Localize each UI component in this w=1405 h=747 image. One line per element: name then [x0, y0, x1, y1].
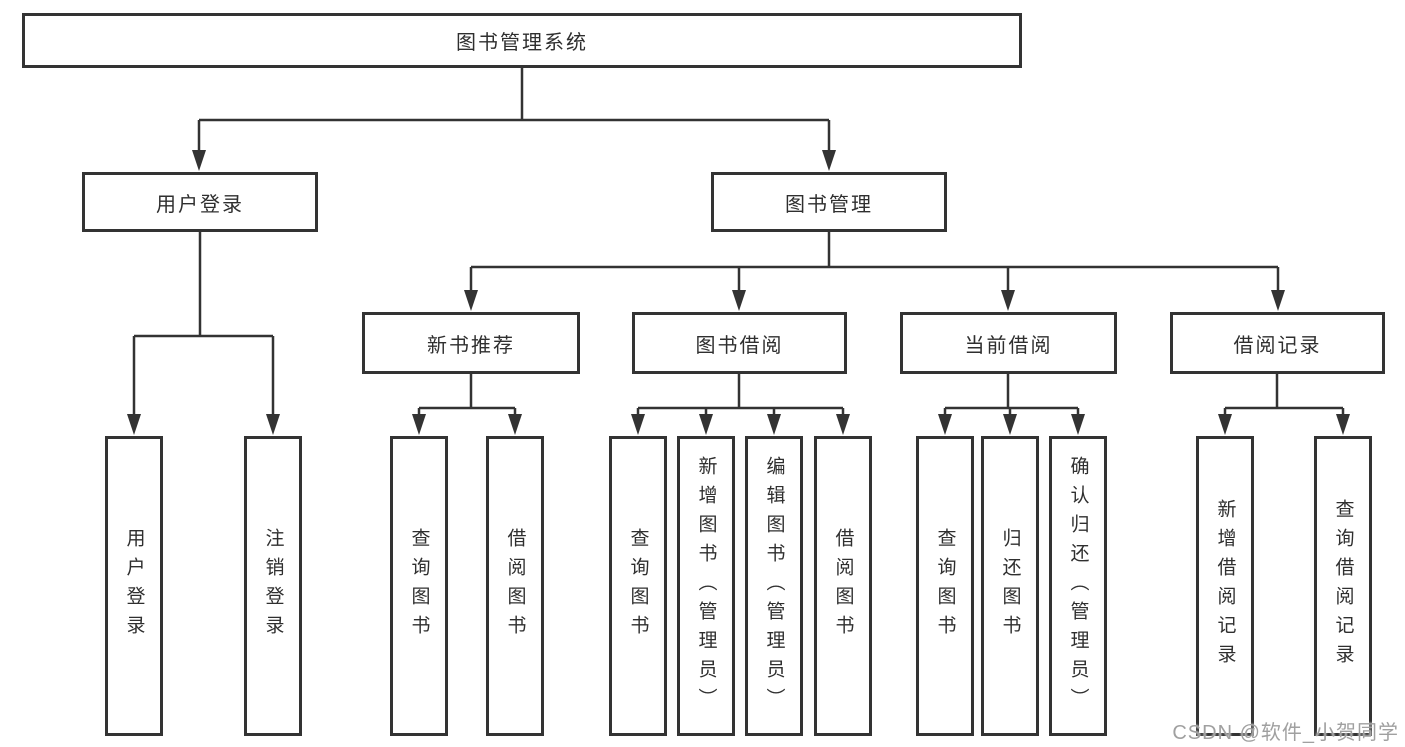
node-leaf-logout: 注销登录	[244, 436, 302, 736]
node-leaf-borrow-books-2: 借阅图书	[814, 436, 872, 736]
node-leaf-query-books-2: 查询图书	[609, 436, 667, 736]
node-leaf-query-books-1: 查询图书	[390, 436, 448, 736]
node-borrow-records: 借阅记录	[1170, 312, 1385, 374]
arrow-down-icon	[836, 414, 850, 435]
arrow-down-icon	[732, 290, 746, 311]
arrow-down-icon	[699, 414, 713, 435]
node-leaf-return-books: 归还图书	[981, 436, 1039, 736]
connector-borrow-records	[1223, 374, 1345, 430]
node-library-management-system: 图书管理系统	[22, 13, 1022, 68]
arrow-down-icon	[1271, 290, 1285, 311]
arrow-down-icon	[1218, 414, 1232, 435]
arrow-down-icon	[1001, 290, 1015, 311]
arrow-down-icon	[1003, 414, 1017, 435]
arrow-down-icon	[938, 414, 952, 435]
node-leaf-add-books-admin: 新增图书（管理员）	[677, 436, 735, 736]
node-leaf-edit-books-admin: 编辑图书（管理员）	[745, 436, 803, 736]
arrow-down-icon	[127, 414, 141, 435]
node-book-management: 图书管理	[711, 172, 947, 232]
connector-new-book-recommend	[417, 374, 517, 430]
connector-book-borrow	[636, 374, 845, 430]
csdn-watermark: CSDN @软件_小贺同学	[1172, 722, 1399, 744]
connector-book-management	[469, 232, 1280, 306]
arrow-down-icon	[464, 290, 478, 311]
arrow-down-icon	[192, 150, 206, 171]
node-new-book-recommend: 新书推荐	[362, 312, 580, 374]
arrow-down-icon	[822, 150, 836, 171]
arrow-down-icon	[631, 414, 645, 435]
node-current-borrow: 当前借阅	[900, 312, 1117, 374]
arrow-down-icon	[412, 414, 426, 435]
arrow-down-icon	[767, 414, 781, 435]
arrow-down-icon	[508, 414, 522, 435]
node-leaf-user-login: 用户登录	[105, 436, 163, 736]
connector-root	[197, 68, 831, 166]
node-leaf-confirm-return-admin: 确认归还（管理员）	[1049, 436, 1107, 736]
connector-user-login	[132, 232, 275, 430]
node-leaf-borrow-books-1: 借阅图书	[486, 436, 544, 736]
node-book-borrow: 图书借阅	[632, 312, 847, 374]
node-user-login: 用户登录	[82, 172, 318, 232]
arrow-down-icon	[1336, 414, 1350, 435]
node-leaf-query-books-3: 查询图书	[916, 436, 974, 736]
connector-current-borrow	[943, 374, 1080, 430]
node-leaf-add-borrow-record: 新增借阅记录	[1196, 436, 1254, 736]
arrow-down-icon	[266, 414, 280, 435]
arrow-down-icon	[1071, 414, 1085, 435]
node-leaf-query-borrow-record: 查询借阅记录	[1314, 436, 1372, 736]
